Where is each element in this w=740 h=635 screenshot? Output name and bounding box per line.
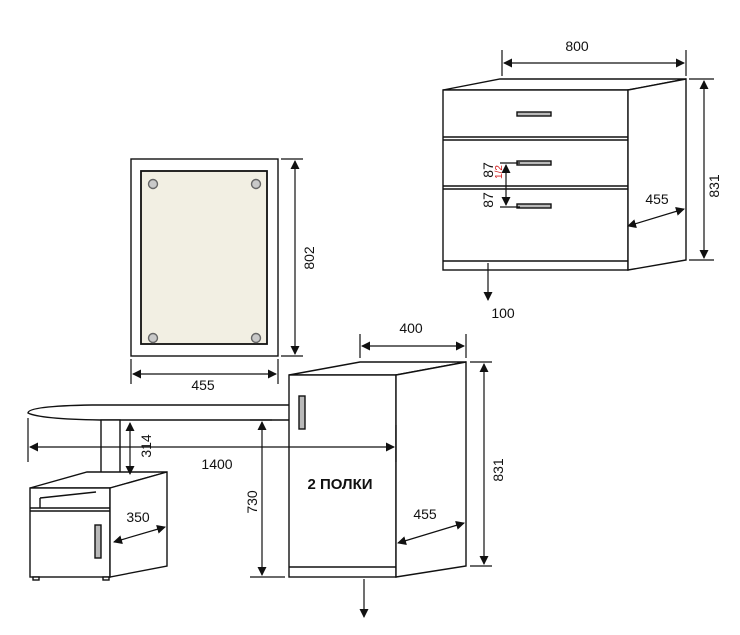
pedestal-side: [395, 361, 467, 578]
cabinet-side: [109, 471, 168, 578]
chest-dimension-lines: [483, 50, 714, 301]
drawer-pitch-label-lower: 87: [480, 192, 496, 208]
chest-side-panel: [627, 78, 687, 271]
chest-front: [442, 89, 629, 271]
drawer-pitch-mark: 1/2: [494, 165, 505, 179]
cabinet-depth-dimension: [113, 524, 166, 545]
mirror-height-label: 802: [301, 246, 317, 270]
desk-leg: [100, 419, 121, 477]
pedestal-top-label: 400: [399, 320, 423, 336]
mirror-fixing: [250, 178, 262, 190]
desk-height-label: 730: [244, 490, 260, 514]
drawer-pitch-label-upper: 87: [480, 162, 496, 178]
mobile-cabinet: [29, 471, 168, 581]
chest-height-label: 831: [706, 174, 722, 198]
drawer-handle: [516, 203, 552, 209]
desk-dimension-lines: [27, 334, 492, 618]
pedestal-height-label: 831: [490, 458, 506, 482]
pedestal: [288, 361, 467, 578]
drawer-handle: [516, 160, 552, 166]
pedestal-front: [288, 374, 397, 578]
desk-clearance-label: 314: [138, 434, 154, 458]
mirror-dimension-lines: [130, 158, 303, 384]
pedestal-depth-dimension: [397, 521, 465, 545]
chest-depth-label: 455: [645, 191, 669, 207]
cabinet-foot: [32, 576, 40, 581]
mirror-glass: [140, 170, 268, 345]
chest-width-label: 800: [565, 38, 589, 54]
drawer-handle: [516, 111, 552, 117]
pedestal-depth-label: 455: [413, 506, 437, 522]
chest-plinth-label: 100: [491, 305, 515, 321]
cabinet-depth-label: 350: [126, 509, 150, 525]
desk-top: [27, 404, 290, 421]
cabinet-foot: [102, 576, 110, 581]
mirror-fixing: [147, 178, 159, 190]
mirror-fixing: [250, 332, 262, 344]
pedestal-door-handle: [298, 395, 306, 430]
chest-depth-dimension: [627, 207, 685, 228]
pedestal-shelves-label: 2 ПОЛКИ: [307, 476, 372, 493]
mirror-width-label: 455: [191, 377, 215, 393]
mirror-fixing: [147, 332, 159, 344]
mirror: [130, 158, 279, 357]
desk-length-label: 1400: [201, 456, 232, 472]
cabinet-door-handle: [94, 524, 102, 559]
desk: [27, 404, 290, 477]
